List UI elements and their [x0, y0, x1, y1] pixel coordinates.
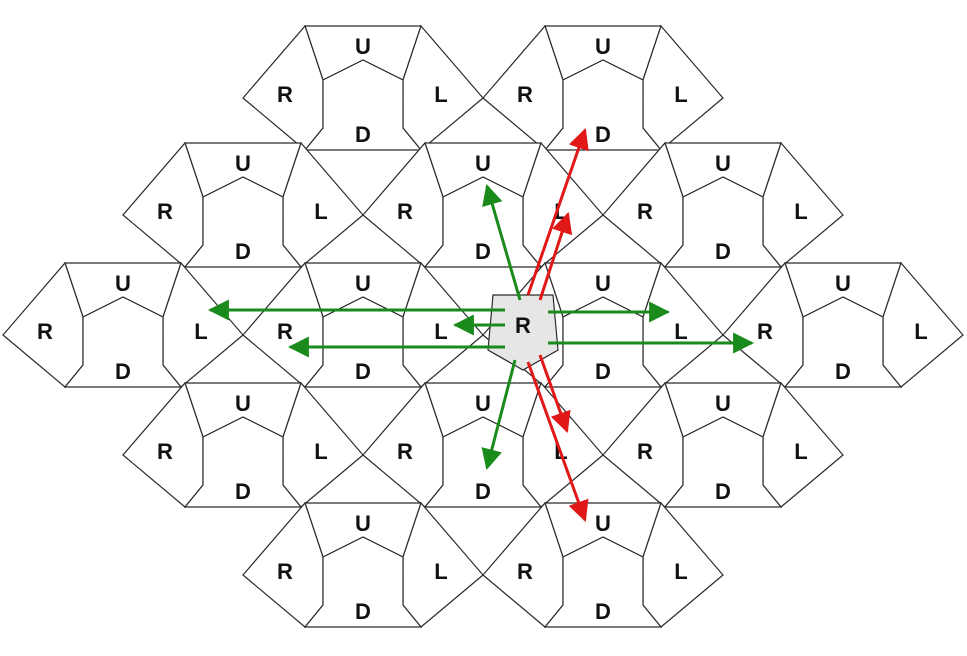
red-arrow — [526, 361, 589, 522]
label-l: L — [674, 82, 687, 107]
label-d: D — [235, 239, 251, 264]
region-d — [663, 176, 783, 268]
label-r: R — [157, 199, 173, 224]
label-d: D — [595, 359, 611, 384]
label-d: D — [595, 122, 611, 147]
label-u: U — [595, 271, 611, 296]
red-arrow — [538, 354, 571, 433]
region-d — [543, 59, 663, 151]
label-r: R — [637, 199, 653, 224]
label-d: D — [115, 359, 131, 384]
label-r: R — [517, 82, 533, 107]
label-r: R — [637, 439, 653, 464]
label-r: R — [277, 82, 293, 107]
label-r: R — [397, 199, 413, 224]
label-r: R — [277, 319, 293, 344]
label-l: L — [434, 559, 447, 584]
label-r: R — [37, 319, 53, 344]
label-u: U — [475, 391, 491, 416]
cell-c-0-0: U R L D — [242, 24, 484, 151]
region-d — [183, 176, 303, 268]
label-d: D — [715, 479, 731, 504]
label-u: U — [355, 511, 371, 536]
region-d — [303, 59, 423, 151]
label-u: U — [115, 271, 131, 296]
region-d — [183, 416, 303, 508]
region-d — [303, 536, 423, 628]
label-l: L — [194, 319, 207, 344]
label-d: D — [475, 479, 491, 504]
label-l: L — [674, 319, 687, 344]
label-l: L — [314, 439, 327, 464]
center-label: R — [515, 313, 531, 338]
region-d — [783, 296, 903, 388]
label-u: U — [595, 34, 611, 59]
cell-c-1-0: U R L D — [122, 141, 364, 268]
label-l: L — [314, 199, 327, 224]
region-d — [663, 416, 783, 508]
label-u: U — [355, 271, 371, 296]
region-d — [303, 296, 423, 388]
region-d — [63, 296, 183, 388]
label-l: L — [914, 319, 927, 344]
label-u: U — [715, 151, 731, 176]
cell-c-2-0: U R L D — [2, 261, 244, 388]
label-u: U — [355, 34, 371, 59]
region-d — [543, 536, 663, 628]
label-u: U — [835, 271, 851, 296]
green-arrow — [482, 183, 522, 301]
green-arrow — [481, 359, 517, 471]
label-l: L — [794, 199, 807, 224]
label-r: R — [277, 559, 293, 584]
cell-c-1-2: U R L D — [602, 141, 844, 268]
label-d: D — [835, 359, 851, 384]
label-r: R — [397, 439, 413, 464]
label-r: R — [757, 319, 773, 344]
cell-c-2-3: U R L D — [722, 261, 964, 388]
label-d: D — [355, 122, 371, 147]
label-u: U — [235, 151, 251, 176]
label-d: D — [235, 479, 251, 504]
cell-c-3-2: U R L D — [602, 381, 844, 508]
cells-layer: U R L D U R L D U R L D U R L D U R L D U R L D U R L D U R L D U R L D U R L D… — [2, 24, 964, 628]
label-d: D — [475, 239, 491, 264]
region-d — [423, 176, 543, 268]
label-l: L — [794, 439, 807, 464]
label-u: U — [715, 391, 731, 416]
cell-c-4-1: U R L D — [482, 501, 724, 628]
cell-c-0-1: U R L D — [482, 24, 724, 151]
label-d: D — [355, 359, 371, 384]
label-l: L — [434, 319, 447, 344]
label-d: D — [595, 599, 611, 624]
cell-c-3-0: U R L D — [122, 381, 364, 508]
label-l: L — [674, 559, 687, 584]
red-arrow — [538, 212, 573, 301]
label-d: D — [715, 239, 731, 264]
arrows-layer — [207, 128, 755, 522]
cell-c-2-1: U R L D — [242, 261, 484, 388]
red-arrow — [526, 128, 589, 296]
label-d: D — [355, 599, 371, 624]
label-u: U — [475, 151, 491, 176]
label-l: L — [434, 82, 447, 107]
label-u: U — [235, 391, 251, 416]
cell-c-4-0: U R L D — [242, 501, 484, 628]
label-r: R — [157, 439, 173, 464]
label-r: R — [517, 559, 533, 584]
label-u: U — [595, 511, 611, 536]
